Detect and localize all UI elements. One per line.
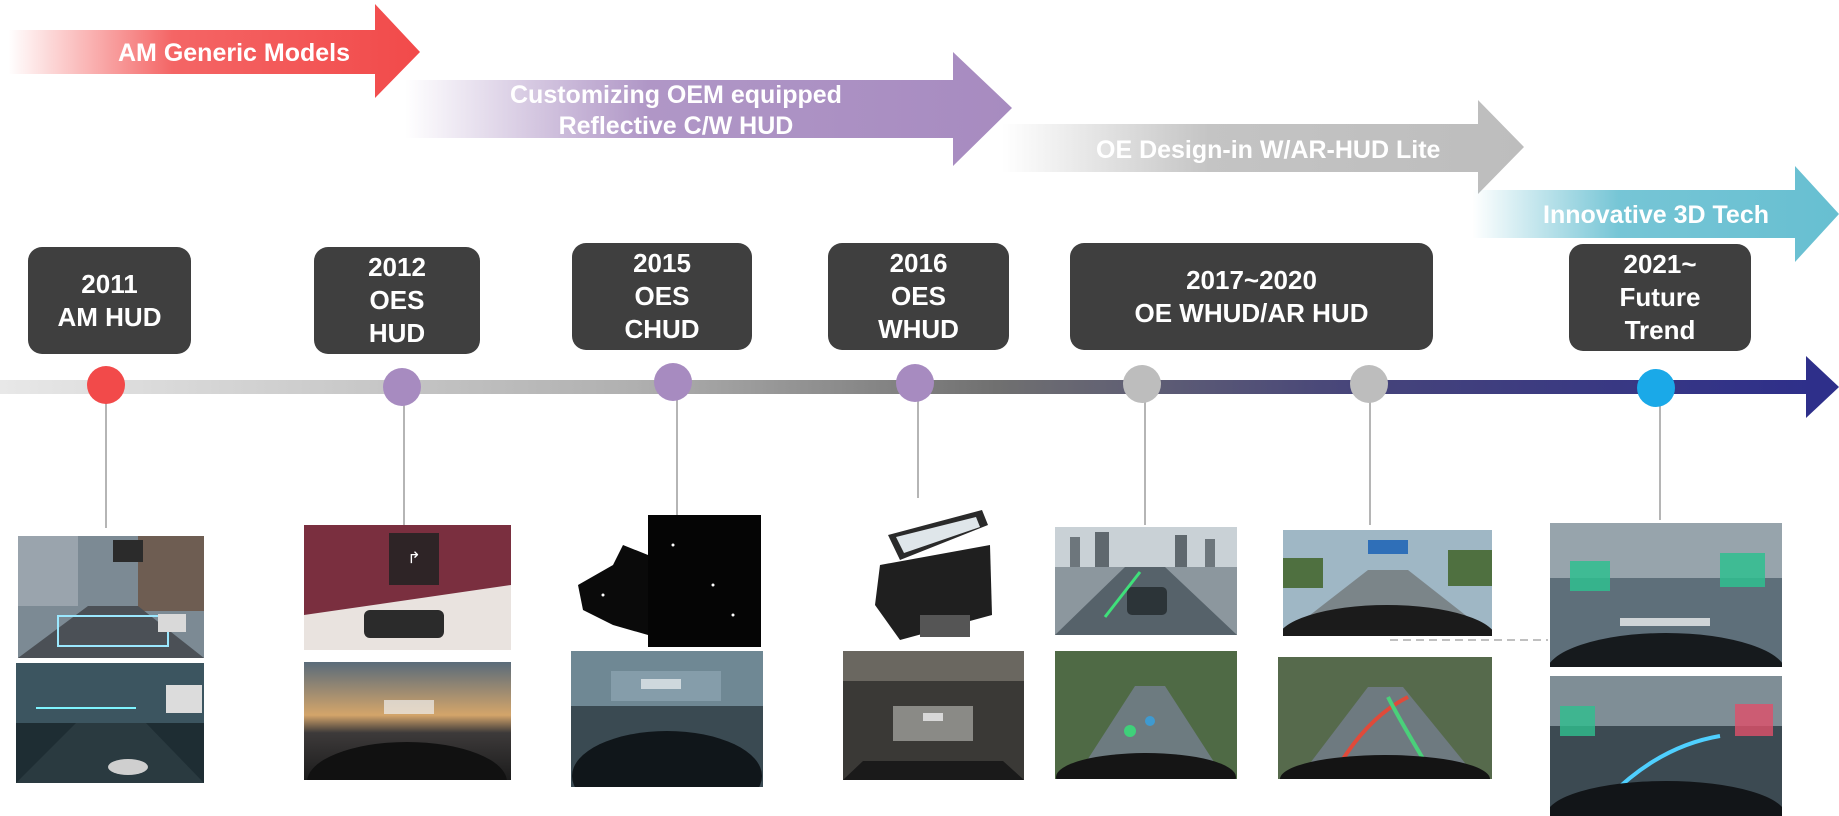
milestone-2015-year: 2015	[633, 248, 691, 278]
milestone-2017-label: OE WHUD/AR HUD	[1134, 297, 1369, 328]
timeline-dot-2016	[896, 364, 934, 402]
phase-label-oe-design-in: OE Design-in W/AR-HUD Lite	[1096, 136, 1441, 164]
milestone-2021: 2021~ Future Trend	[1569, 244, 1751, 351]
timeline-dot-2021	[1637, 369, 1675, 407]
phase-arrow-innovative-3d	[1472, 166, 1839, 262]
milestone-2016-line2: OES	[891, 281, 946, 311]
ar-hud-road-photo	[1055, 651, 1237, 779]
milestone-2015-line3: CHUD	[624, 314, 700, 344]
ar-hud-highway-photo	[1283, 530, 1492, 636]
milestone-2017-2020: 2017~2020 OE WHUD/AR HUD	[1070, 243, 1433, 350]
timeline-arrowhead	[1806, 356, 1839, 418]
chud-dashboard-photo	[571, 651, 763, 787]
milestone-2017-year: 2017~2020	[1186, 264, 1317, 295]
phase-label-customizing-oem: Customizing OEM equipped Reflective C/W …	[510, 80, 842, 142]
milestone-2012-line3: HUD	[368, 318, 426, 348]
milestone-2011: 2011 AM HUD	[28, 247, 191, 354]
timeline-dot-2011	[87, 366, 125, 404]
phase-label-am-generic: AM Generic Models	[118, 39, 350, 67]
milestone-2021-line3: Trend	[1624, 315, 1696, 345]
milestone-2021-line2: Future	[1619, 282, 1701, 312]
future-3d-city-photo	[1550, 523, 1782, 667]
future-3d-cockpit-photo	[1550, 676, 1782, 816]
timeline-dot-2015	[654, 363, 692, 401]
milestone-2015-line2: OES	[634, 281, 690, 311]
oes-hud-sunset-photo	[304, 662, 511, 780]
whud-unit-photo	[860, 505, 1000, 645]
phase-arrow-oe-design-in	[1002, 100, 1524, 194]
ar-hud-city-photo	[1055, 527, 1237, 635]
chud-module-photo	[573, 515, 761, 647]
timeline-dot-2012	[383, 368, 421, 406]
am-hud-road-photo	[18, 536, 204, 658]
milestone-2021-year: 2021~	[1623, 249, 1697, 279]
milestone-2012-year: 2012	[368, 252, 426, 282]
phase-label-customizing-line2: Reflective C/W HUD	[558, 112, 794, 140]
phase-label-customizing-line1: Customizing OEM equipped	[510, 81, 842, 109]
whud-interior-photo	[843, 651, 1024, 780]
milestone-2015: 2015 OES CHUD	[572, 243, 752, 350]
phase-arrow-customizing-oem	[405, 52, 1012, 166]
timeline-dot-2017b	[1350, 365, 1388, 403]
timeline-dot-2017a	[1123, 365, 1161, 403]
milestone-2011-year: 2011	[81, 268, 138, 299]
phase-label-innovative-3d: Innovative 3D Tech	[1543, 201, 1769, 229]
milestone-2011-label: AM HUD	[57, 301, 162, 332]
milestone-2016-year: 2016	[889, 248, 948, 278]
milestone-2016-line3: WHUD	[878, 314, 959, 344]
oes-hud-device-photo: ↱	[304, 525, 511, 650]
milestone-2012: 2012 OES HUD	[314, 247, 480, 354]
phase-arrow-am-generic	[8, 4, 420, 98]
svg-text:↱: ↱	[407, 548, 420, 567]
milestone-2012-line2: OES	[369, 285, 425, 315]
am-hud-dashboard-photo	[16, 663, 204, 783]
milestone-2016: 2016 OES WHUD	[828, 243, 1009, 350]
ar-hud-turn-photo	[1278, 657, 1492, 779]
